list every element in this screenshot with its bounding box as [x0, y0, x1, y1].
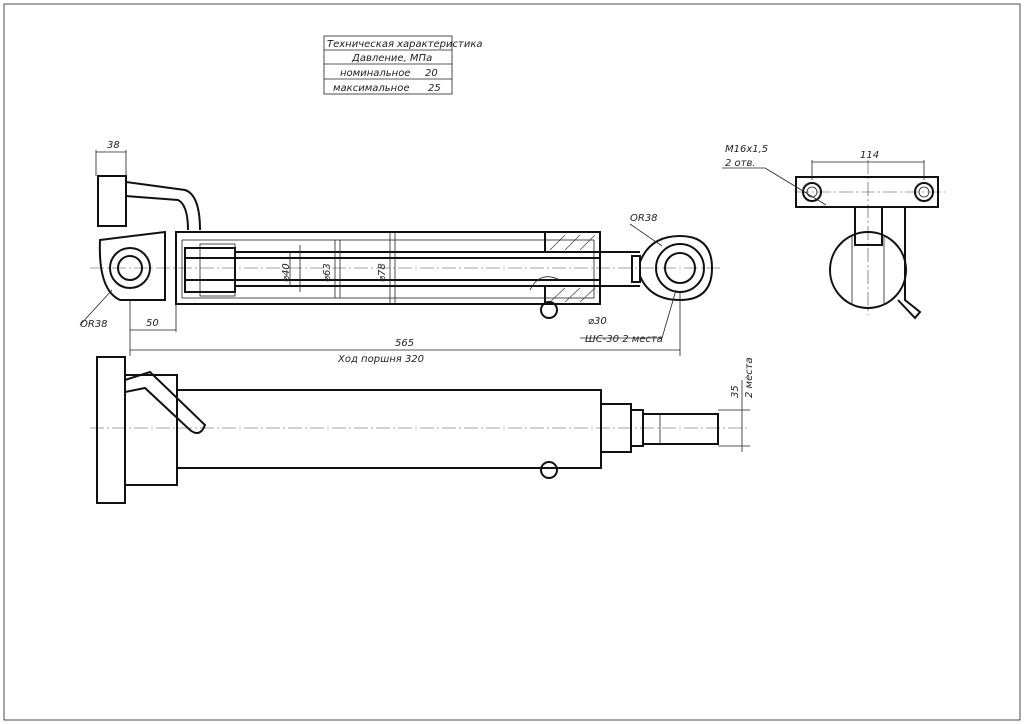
- dim-mount-width: 38: [107, 140, 120, 151]
- spec-title: Техническая характеристика: [327, 39, 483, 50]
- dim-thread: М16х1,5: [725, 144, 768, 155]
- dim-left-offset: 50: [146, 318, 159, 329]
- dim-flat-places: 2 места: [744, 357, 755, 398]
- spec-table: Техническая характеристика Давление, МПа…: [323, 35, 483, 95]
- spec-row-value: 20: [425, 68, 438, 79]
- dim-hole-spacing: 114: [860, 150, 879, 161]
- dim-bearing: ШС-30 2 места: [585, 334, 663, 345]
- end-view: [722, 160, 945, 320]
- dim-right-radius: ОR38: [630, 213, 658, 224]
- drawing-frame: [3, 3, 1021, 721]
- cylinder-section-view: [90, 175, 720, 319]
- spec-row-value: 25: [428, 83, 441, 94]
- dim-bore-diameter: ⌀63: [322, 263, 333, 282]
- dim-overall-length: 565: [395, 338, 414, 349]
- dim-tube-diameter: ⌀78: [377, 263, 388, 282]
- cylinder-side-view: [90, 356, 750, 504]
- spec-row-label: максимальное: [333, 83, 409, 94]
- dim-piston-stroke: Ход поршня 320: [337, 354, 424, 365]
- dim-flat-size: 35: [730, 385, 741, 398]
- dim-rod-diameter: ⌀40: [281, 263, 292, 282]
- dim-left-radius: ОR38: [80, 319, 108, 330]
- dim-holes: 2 отв.: [725, 158, 756, 169]
- dimension-lines: [79, 150, 681, 356]
- dim-eye-diameter: ⌀30: [588, 316, 607, 327]
- spec-pressure-header: Давление, МПа: [351, 53, 432, 64]
- spec-row-label: номинальное: [340, 68, 410, 79]
